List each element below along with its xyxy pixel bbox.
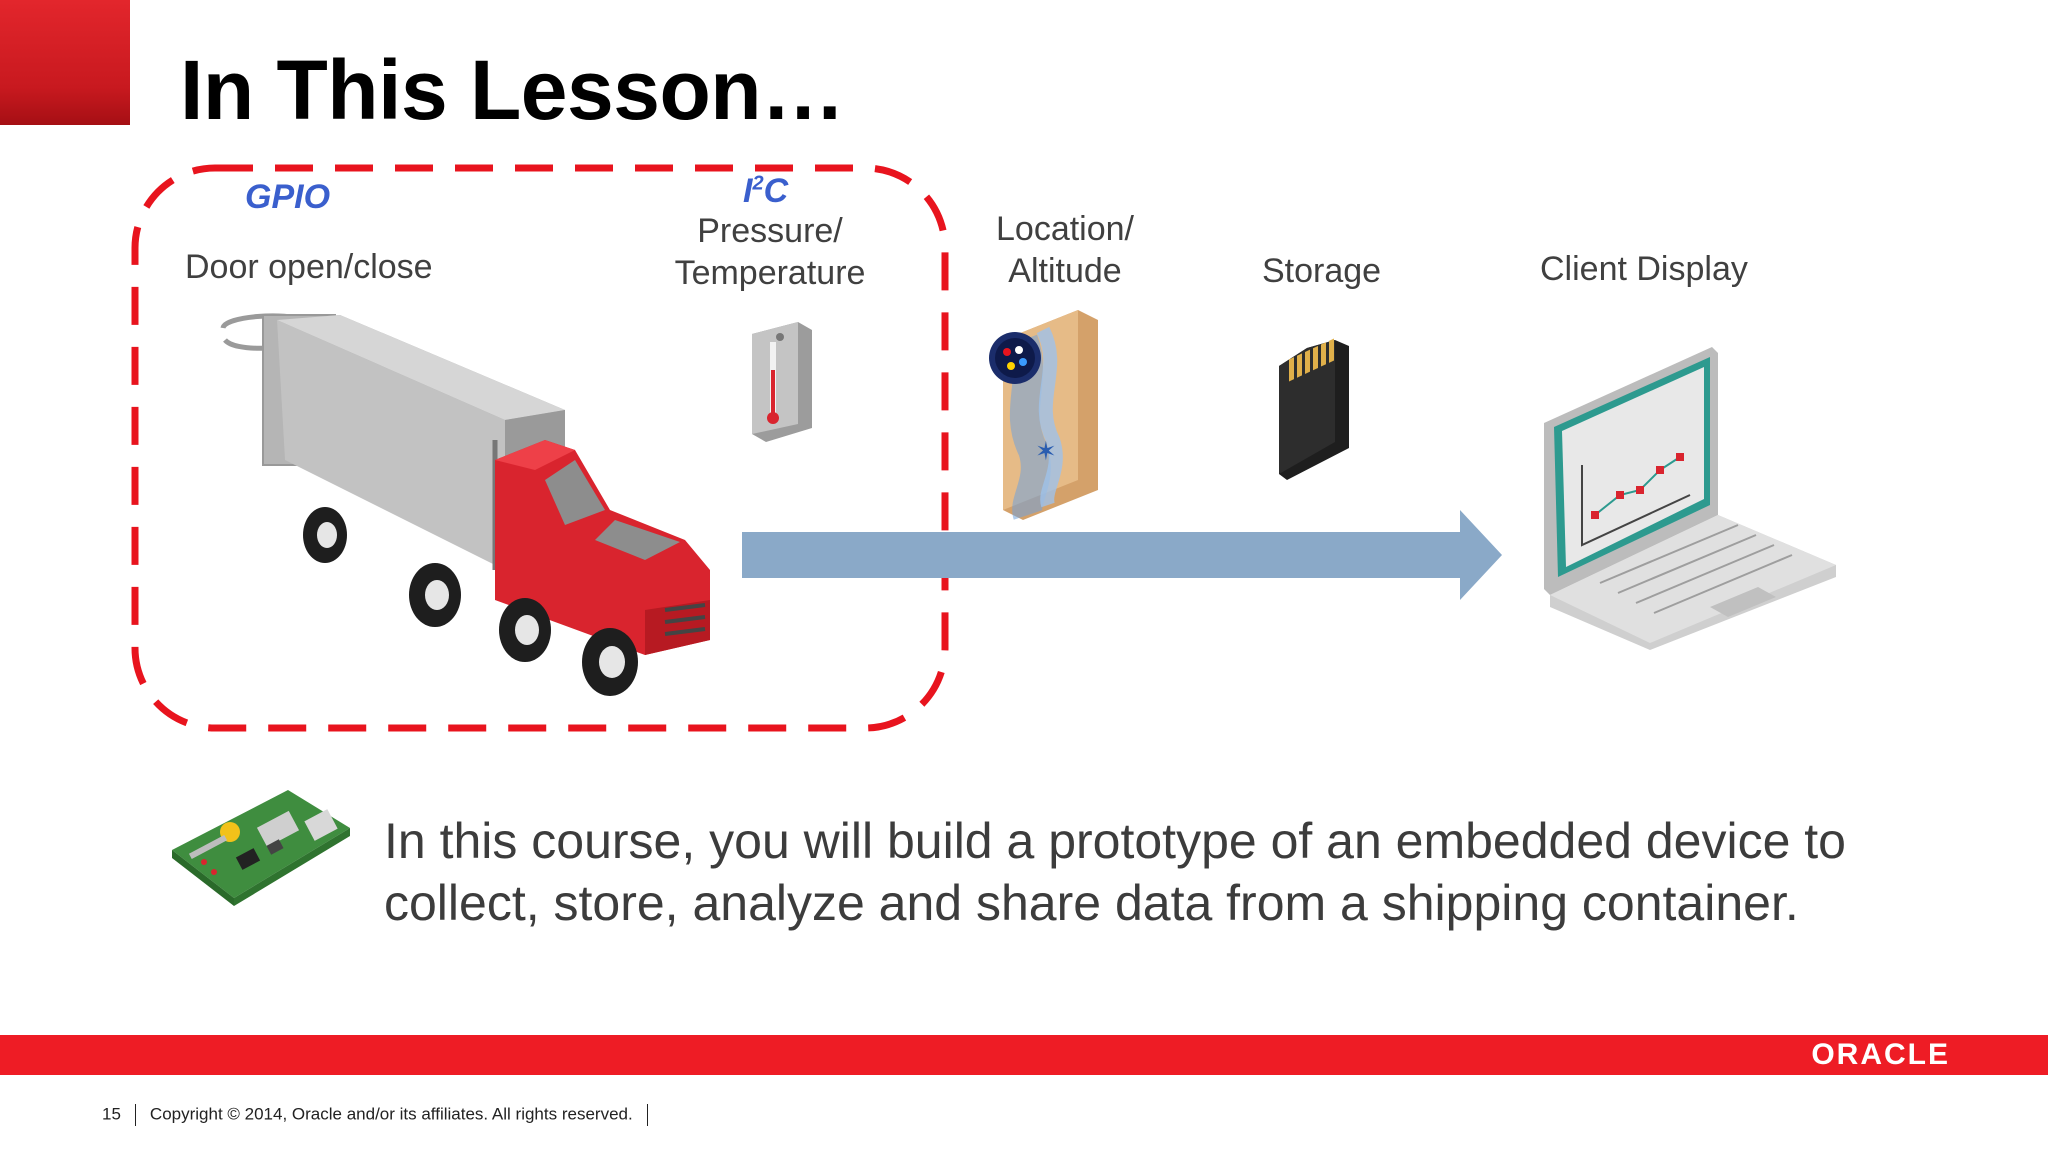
storage-label: Storage xyxy=(1262,252,1382,290)
oracle-logo: ORACLE xyxy=(1811,1038,1950,1071)
gpio-label: GPIO xyxy=(245,178,331,216)
raspberry-pi-icon xyxy=(172,790,350,906)
gps-map-icon: ✶ xyxy=(989,310,1098,520)
door-label: Door open/close xyxy=(185,248,433,286)
thermometer-icon xyxy=(752,322,812,442)
page-number: 15 xyxy=(102,1104,121,1124)
course-description: In this course, you will build a prototy… xyxy=(384,813,1846,931)
data-flow-arrow xyxy=(742,510,1502,600)
truck-icon xyxy=(220,313,710,696)
footer-copyright: 15 Copyright © 2014, Oracle and/or its af… xyxy=(102,1104,662,1126)
sd-card-icon xyxy=(1279,338,1349,480)
slide-title: In This Lesson… xyxy=(180,43,845,137)
i2c-label: I2C xyxy=(743,172,789,210)
laptop-icon xyxy=(1544,347,1836,650)
highlight-dashed-box xyxy=(131,164,949,732)
pressure-label: Pressure/ Temperature xyxy=(674,212,866,292)
header-accent-block xyxy=(0,0,130,125)
location-label: Location/ Altitude xyxy=(996,210,1134,290)
svg-text:✶: ✶ xyxy=(1035,437,1057,467)
footer-bar xyxy=(0,1035,2048,1075)
copyright-text: Copyright © 2014, Oracle and/or its affi… xyxy=(149,1104,633,1124)
client-display-label: Client Display xyxy=(1540,250,1748,288)
